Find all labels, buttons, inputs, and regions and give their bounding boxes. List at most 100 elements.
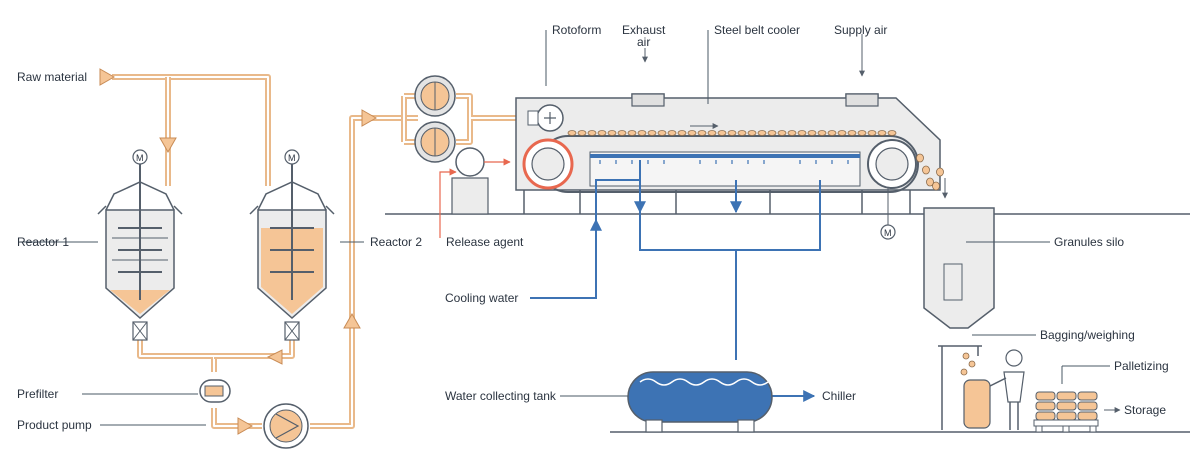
bag: [1035, 401, 1056, 411]
pastille: [807, 130, 817, 136]
motor-label: M: [288, 153, 296, 163]
up-arrow-icon: [343, 312, 361, 329]
steel-belt-cooler: [515, 93, 941, 214]
label-exhaust-air-2: air: [637, 35, 650, 49]
exhaust-hood: [631, 93, 665, 107]
pastille: [587, 130, 597, 136]
bag: [1077, 401, 1098, 411]
pastille: [637, 130, 647, 136]
reactor-1: M: [97, 149, 183, 341]
cooling-water-lines: [530, 160, 821, 402]
bag: [1035, 391, 1056, 401]
pastille: [926, 177, 934, 187]
pastille: [887, 130, 897, 136]
label-bagging-weighing: Bagging/weighing: [1040, 328, 1135, 342]
pastille: [687, 130, 697, 136]
pastille: [877, 130, 887, 136]
motor-label: M: [136, 153, 144, 163]
legs: [523, 190, 911, 214]
pastille: [657, 130, 667, 136]
label-reactor-2: Reactor 2: [370, 235, 422, 249]
bag: [1035, 411, 1056, 421]
pastille: [932, 181, 940, 191]
pastille: [757, 130, 767, 136]
pastille: [727, 130, 737, 136]
pastille: [667, 130, 677, 136]
pastilles: [567, 130, 976, 376]
pastille: [968, 360, 976, 368]
pastille: [797, 130, 807, 136]
bag: [1077, 391, 1098, 401]
pastille: [567, 130, 577, 136]
water-collecting-tank: [627, 371, 773, 433]
pastille: [737, 130, 747, 136]
motor-label: M: [884, 228, 892, 238]
label-raw-material: Raw material: [17, 70, 87, 84]
pastille: [597, 130, 607, 136]
pastille: [916, 153, 924, 163]
label-granules-silo: Granules silo: [1054, 235, 1124, 249]
pastille: [747, 130, 757, 136]
label-water-collecting-tank: Water collecting tank: [445, 389, 557, 403]
right-arrow-icon: [237, 417, 254, 435]
pastille: [936, 167, 944, 177]
bag: [1077, 411, 1098, 421]
pastille: [787, 130, 797, 136]
pastille: [847, 130, 857, 136]
pallet: [1033, 391, 1099, 433]
pastille: [837, 130, 847, 136]
pastille: [697, 130, 707, 136]
supply-hood: [845, 93, 879, 107]
raw-material-arrow-icon: [99, 68, 116, 86]
prefilter: [199, 379, 231, 403]
pastille: [960, 368, 968, 376]
product-flow-arrows: [99, 68, 378, 435]
reactor-2: M: [249, 149, 335, 341]
pastille: [717, 130, 727, 136]
down-arrow-icon: [159, 137, 177, 154]
product-pump: [263, 403, 309, 449]
pastille: [817, 130, 827, 136]
pastille: [962, 352, 970, 360]
label-cooling-water: Cooling water: [445, 291, 518, 305]
pastille: [577, 130, 587, 136]
pastille: [777, 130, 787, 136]
spray-nozzles: [599, 160, 849, 164]
leader-lines: [20, 30, 1121, 426]
pastille: [867, 130, 877, 136]
pastille: [767, 130, 777, 136]
pastille: [677, 130, 687, 136]
pastille: [707, 130, 717, 136]
labels: Raw material Reactor 1 Reactor 2 Prefilt…: [17, 23, 1169, 432]
worker-icon: [989, 349, 1025, 430]
label-steel-belt-cooler: Steel belt cooler: [714, 23, 800, 37]
left-arrow-icon: [266, 349, 283, 365]
label-storage: Storage: [1124, 403, 1166, 417]
right-arrow-icon: [361, 109, 378, 127]
bagging-station: [938, 345, 1025, 430]
label-chiller: Chiller: [822, 389, 856, 403]
granules-silo: M: [880, 188, 995, 329]
label-prefilter: Prefilter: [17, 387, 58, 401]
label-rotoform: Rotoform: [552, 23, 601, 37]
label-release-agent: Release agent: [446, 235, 524, 249]
feed-drums: [414, 75, 456, 163]
label-reactor-1: Reactor 1: [17, 235, 69, 249]
label-exhaust-air: Exhaust: [622, 23, 666, 37]
bag: [1056, 391, 1077, 401]
product-pipes: [112, 74, 532, 429]
label-supply-air: Supply air: [834, 23, 887, 37]
pastille: [857, 130, 867, 136]
label-product-pump: Product pump: [17, 418, 92, 432]
release-agent-unit: [439, 147, 511, 238]
bag: [1056, 411, 1077, 421]
pastille: [922, 165, 930, 175]
label-palletizing: Palletizing: [1114, 359, 1169, 373]
pastille: [647, 130, 657, 136]
pastille: [627, 130, 637, 136]
bag: [1056, 401, 1077, 411]
pastille: [617, 130, 627, 136]
pastille: [607, 130, 617, 136]
pastille: [827, 130, 837, 136]
